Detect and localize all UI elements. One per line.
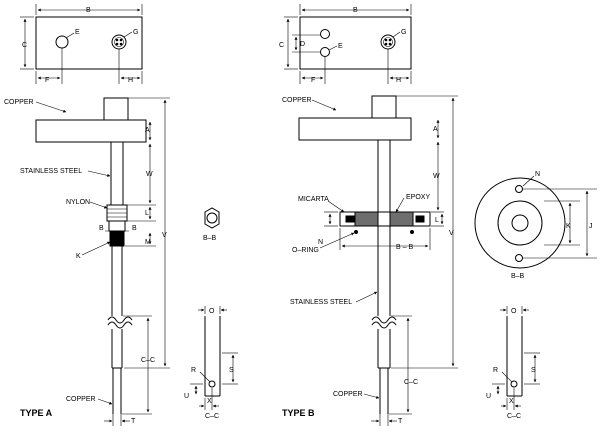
b-dim-d-label: D bbox=[300, 41, 305, 48]
b-dim-h-label: H bbox=[396, 77, 401, 84]
label-b-right: B bbox=[132, 225, 137, 232]
b-dim-v-label: V bbox=[449, 230, 454, 237]
type-a-side-view: COPPER STAINLESS STEEL NYLON B B K COPPE… bbox=[4, 97, 170, 426]
type-b-assembly: B C D E G F H bbox=[279, 4, 597, 426]
callout-e: E bbox=[75, 29, 80, 36]
b-dim-cc-label: C–C bbox=[404, 379, 418, 386]
b-callout-g: G bbox=[401, 29, 406, 36]
b-label-copper-bottom: COPPER bbox=[333, 391, 363, 398]
dim-v-label: V bbox=[162, 232, 167, 239]
dim-a-label: A bbox=[145, 127, 150, 134]
dim-w-label: W bbox=[146, 171, 153, 178]
callout-g: G bbox=[133, 29, 138, 36]
type-a-title: TYPE A bbox=[20, 408, 53, 418]
type-b-section-cc: O R S U X C–C bbox=[486, 306, 540, 420]
dim-f-label: F bbox=[45, 77, 49, 84]
label-b-left: B bbox=[99, 225, 104, 232]
b-dim-n-label: N bbox=[318, 239, 323, 246]
flange-k: K bbox=[566, 223, 571, 230]
label-nylon: NYLON bbox=[66, 199, 90, 206]
b-label-copper-top: COPPER bbox=[282, 97, 312, 104]
cc-a-o: O bbox=[209, 308, 215, 315]
flange-j: J bbox=[589, 223, 593, 230]
dim-l-label: L bbox=[145, 210, 149, 217]
label-stainless: STAINLESS STEEL bbox=[20, 168, 82, 175]
dim-m-label: M bbox=[145, 239, 151, 246]
copper-bar bbox=[35, 119, 147, 143]
dim-cc-label: C–C bbox=[141, 357, 155, 364]
dim-h-label: H bbox=[128, 77, 133, 84]
dim-t-label: T bbox=[131, 418, 136, 425]
connector-g bbox=[111, 34, 127, 50]
b-dim-b-label: B bbox=[353, 7, 358, 14]
flange-n: N bbox=[535, 171, 540, 178]
b-dim-t-label: T bbox=[398, 418, 403, 425]
cc-b-s: S bbox=[531, 367, 536, 374]
b-copper-bar bbox=[298, 117, 412, 141]
type-b-side-view: COPPER MICARTA EPOXY O–RING STAINLESS ST… bbox=[282, 95, 458, 426]
dim-c-label: C bbox=[22, 42, 27, 49]
b-dim-f-label: F bbox=[311, 77, 315, 84]
b-dim-l-label: L bbox=[435, 217, 439, 224]
cc-b-r: R bbox=[493, 367, 498, 374]
type-a-assembly: B C E G F H bbox=[4, 4, 238, 426]
b-hole-top bbox=[320, 29, 330, 39]
type-a-section-bb: B–B bbox=[203, 207, 220, 242]
cc-a-u: U bbox=[184, 393, 189, 400]
cc-b-o: O bbox=[511, 308, 517, 315]
label-oring: O–RING bbox=[292, 247, 319, 254]
label-k: K bbox=[76, 253, 81, 260]
cc-a-s: S bbox=[229, 367, 234, 374]
b-dim-bb-label: B – B bbox=[396, 244, 413, 251]
cc-a-title: C–C bbox=[205, 413, 219, 420]
flange-title: B–B bbox=[511, 273, 525, 280]
cc-a-r: R bbox=[191, 367, 196, 374]
threaded-section bbox=[109, 231, 125, 247]
b-hole-bottom bbox=[320, 47, 330, 57]
label-micarta: MICARTA bbox=[298, 196, 329, 203]
cc-b-title: C–C bbox=[507, 413, 521, 420]
section-bb-label: B–B bbox=[203, 235, 217, 242]
label-epoxy: EPOXY bbox=[406, 194, 430, 201]
cc-b-u: U bbox=[486, 393, 491, 400]
type-a-top-view: B C E G F H bbox=[20, 4, 143, 84]
cc-a-x: X bbox=[207, 398, 212, 405]
label-copper-top: COPPER bbox=[4, 99, 34, 106]
type-b-top-view: B C D E G F H bbox=[279, 4, 412, 84]
b-dim-a-label: A bbox=[433, 126, 438, 133]
b-dim-w-label: W bbox=[433, 173, 440, 180]
b-callout-e: E bbox=[338, 43, 343, 50]
type-b-title: TYPE B bbox=[282, 408, 315, 418]
b-dim-c-label: C bbox=[279, 42, 284, 49]
hex-nut bbox=[108, 220, 126, 232]
dim-b-label: B bbox=[86, 7, 91, 14]
type-a-section-cc: O R S U X C–C bbox=[184, 306, 238, 420]
type-b-flange-view: N K J B–B bbox=[474, 171, 597, 280]
label-copper-bottom: COPPER bbox=[66, 396, 96, 403]
b-label-stainless: STAINLESS STEEL bbox=[290, 299, 352, 306]
cc-b-x: X bbox=[509, 398, 514, 405]
b-connector-g bbox=[380, 34, 396, 50]
